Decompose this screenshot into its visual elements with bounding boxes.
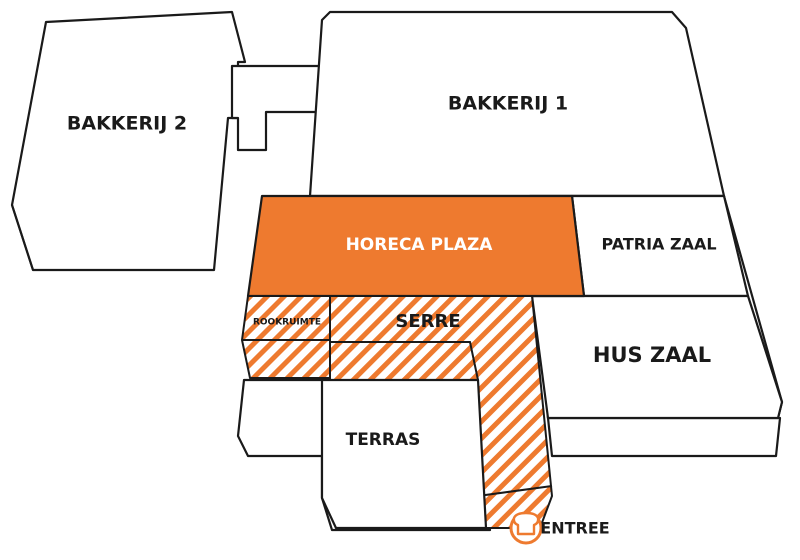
room-horeca-plaza[interactable] bbox=[246, 194, 586, 298]
east-lower-outline bbox=[546, 416, 782, 458]
connector-corridor bbox=[230, 64, 324, 152]
room-bakkerij-2[interactable] bbox=[10, 10, 247, 272]
serre-lower-band bbox=[329, 341, 479, 381]
label-bakkerij-2: BAKKERIJ 2 bbox=[67, 113, 187, 135]
toast-icon bbox=[512, 511, 540, 536]
room-hus-zaal[interactable] bbox=[530, 294, 784, 420]
label-serre: SERRE bbox=[395, 311, 460, 332]
label-rookruimte: ROOKRUIMTE bbox=[253, 318, 321, 328]
label-entree: ENTREE bbox=[540, 519, 609, 538]
label-horeca-plaza: HORECA PLAZA bbox=[346, 235, 494, 255]
label-hus-zaal: HUS ZAAL bbox=[593, 343, 711, 367]
label-terras: TERRAS bbox=[346, 430, 421, 450]
label-patria-zaal: PATRIA ZAAL bbox=[601, 235, 716, 254]
room-terras[interactable] bbox=[320, 378, 488, 530]
room-rookruimte[interactable] bbox=[241, 295, 331, 379]
entrance-marker[interactable]: ENTREE bbox=[509, 511, 610, 545]
label-bakkerij-1: BAKKERIJ 1 bbox=[448, 93, 568, 115]
